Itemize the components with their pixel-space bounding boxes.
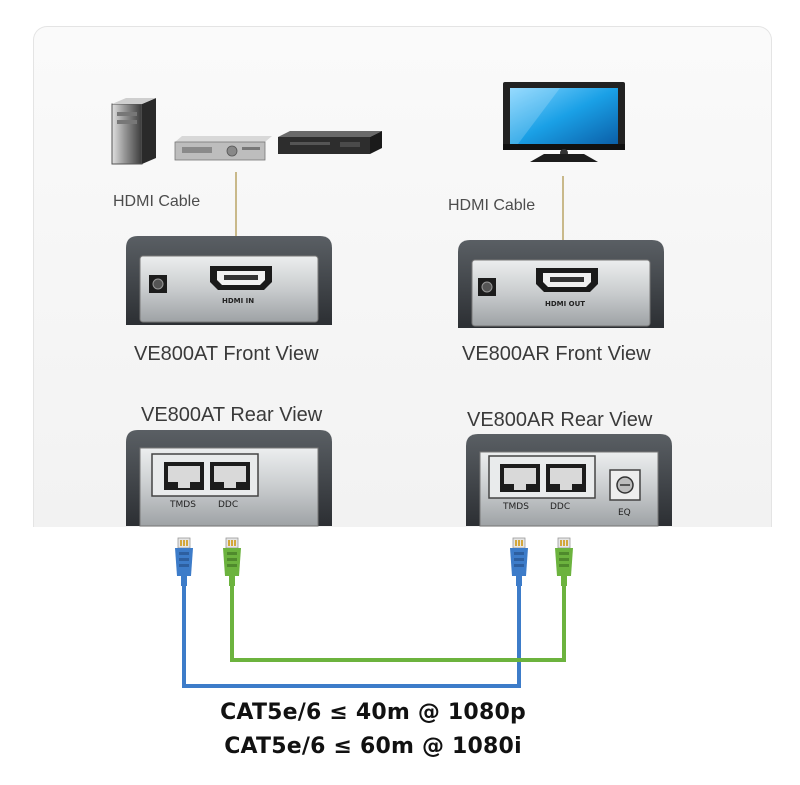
ve800at-front-view-label: VE800AT Front View [134, 343, 319, 365]
pc-tower-icon [111, 98, 156, 165]
tmds-cat-cable [182, 584, 521, 688]
hdmi-out-port-label: HDMI OUT [545, 300, 586, 308]
cable-spec-caption-1080i: CAT5e/6 ≤ 60m @ 1080i [224, 734, 522, 759]
ve800ar-front-device [458, 240, 664, 328]
rj45-connector-tmds-left [175, 537, 193, 586]
ve800ar-rear-device [466, 434, 672, 527]
ve800at-rear-device [126, 430, 332, 527]
ve800ar-front-view-label: VE800AR Front View [462, 343, 651, 365]
cable-spec-caption-1080p: CAT5e/6 ≤ 40m @ 1080p [220, 700, 526, 725]
ddc-cat-cable [230, 584, 566, 662]
av-receiver-icon [174, 136, 272, 161]
tmds-port-label-right: TMDS [503, 502, 529, 512]
ve800at-rear-view-label: VE800AT Rear View [141, 404, 323, 426]
tmds-port-label-left: TMDS [170, 500, 196, 510]
ddc-port-label-left: DDC [218, 500, 239, 510]
hdmi-cable-label-right: HDMI Cable [448, 197, 536, 214]
hdmi-cable-label-left: HDMI Cable [113, 193, 201, 210]
rj45-connector-ddc-left [223, 537, 241, 586]
ve800at-front-device [126, 236, 332, 325]
rj45-connector-tmds-right [510, 537, 528, 586]
dvd-player-icon [278, 131, 382, 154]
rj45-connector-ddc-right [555, 537, 573, 586]
ve800ar-rear-view-label: VE800AR Rear View [467, 409, 653, 431]
tv-monitor-icon [503, 82, 625, 162]
eq-label: EQ [618, 508, 631, 518]
hdmi-in-port-label: HDMI IN [222, 297, 255, 305]
ddc-port-label-right: DDC [550, 502, 571, 512]
